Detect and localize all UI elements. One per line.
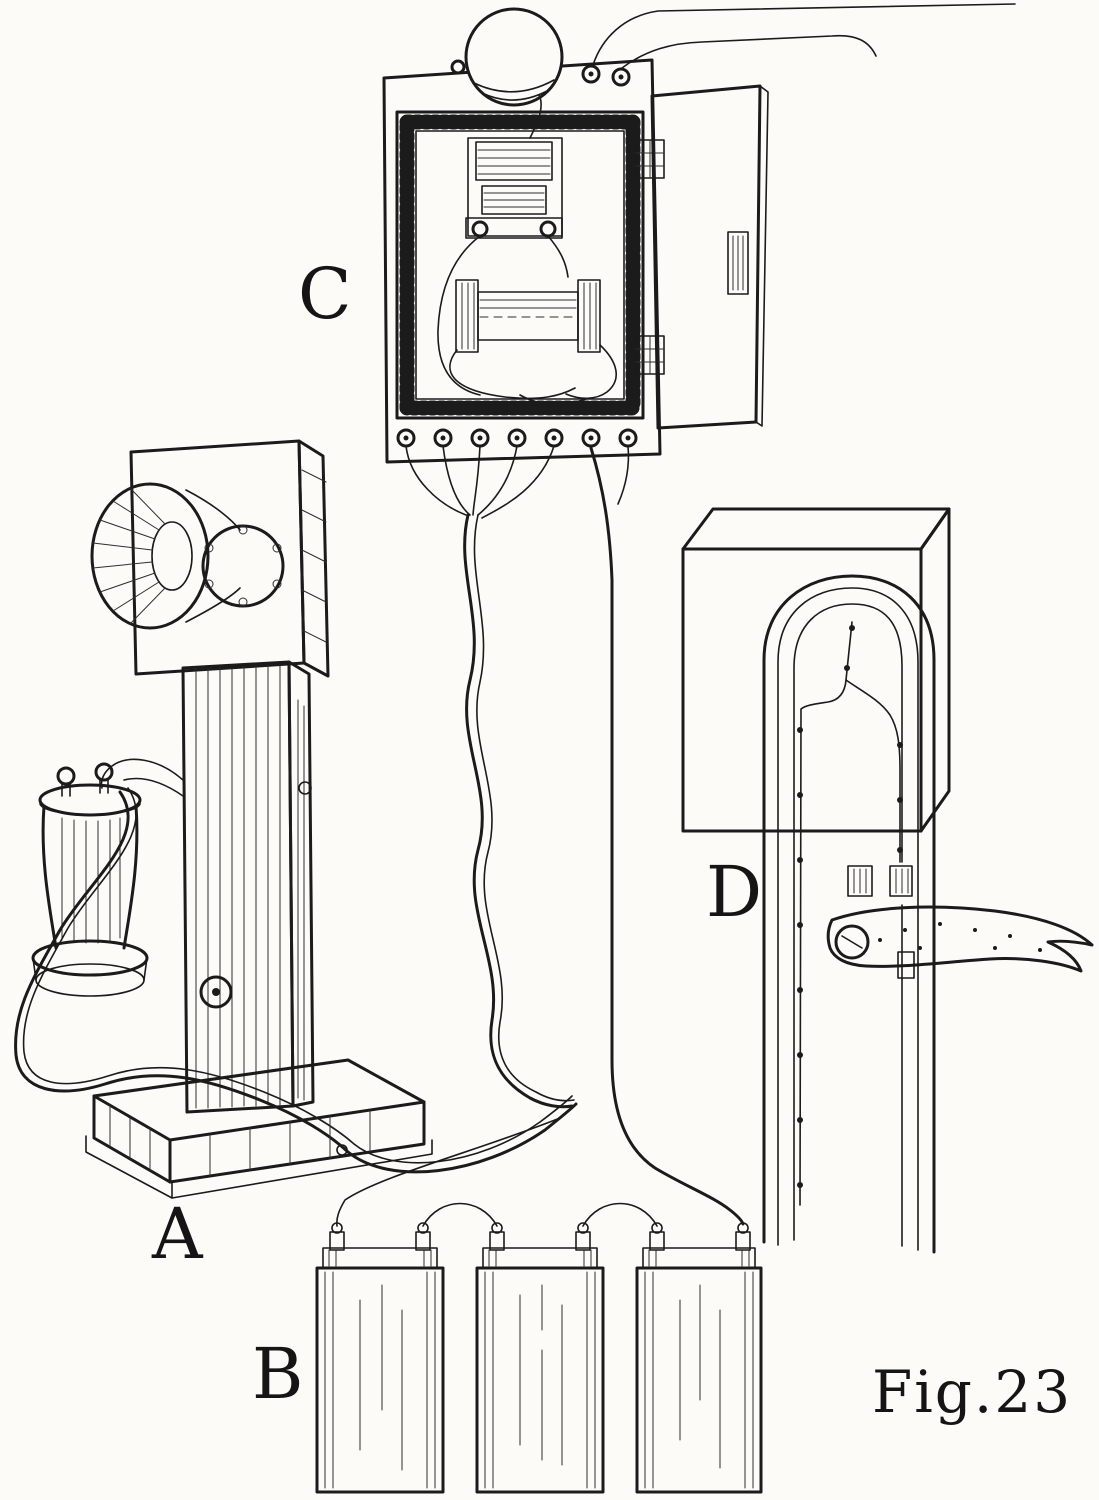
label-d: D [706,851,762,933]
label-a: A [151,1193,204,1275]
battery-cell [315,1222,445,1494]
battery-bank-illustration [315,1222,763,1494]
telephone-illustration [14,439,578,1199]
figure-caption: Fig.23 [872,1358,1072,1426]
hook-switch-illustration [681,507,1094,1254]
battery-cell [635,1222,763,1494]
door-hinges [635,139,665,375]
label-b: B [252,1333,303,1415]
ink-layer: C A B D Fig.23 [14,3,1094,1494]
open-door [650,84,769,430]
connecting-wires [336,445,745,1227]
induction-stack [465,94,563,239]
ringer-box-illustration [382,3,1016,464]
induction-coil [455,279,601,353]
battery-cell [475,1222,605,1494]
wood-grain [195,664,281,1109]
horn-fan-lines [92,487,166,625]
label-c: C [298,253,352,335]
strip-wiring [797,621,903,1206]
telephone-base [85,1058,433,1199]
hook-lever [826,905,1094,979]
